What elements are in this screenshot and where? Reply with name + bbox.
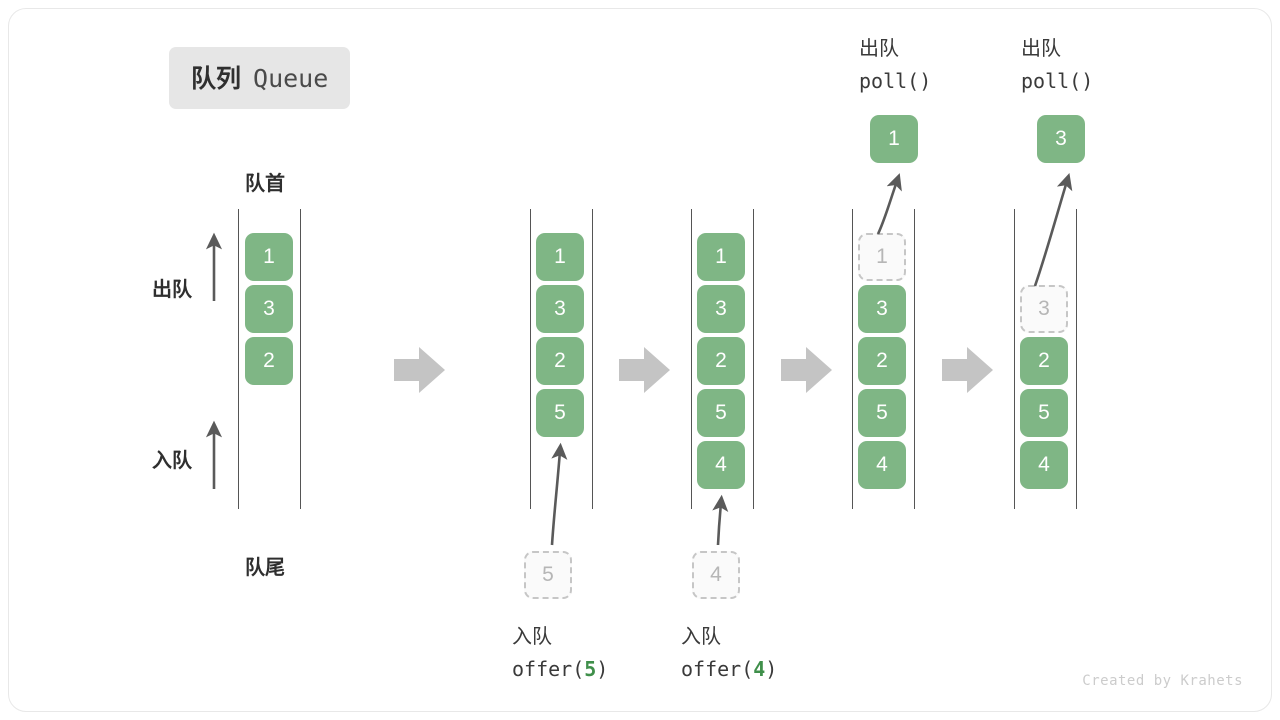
- operation-label-poll-1: 出队 poll(): [859, 33, 931, 97]
- dequeue-arrow-3: [1033, 173, 1073, 287]
- rail-left-col5: [1014, 209, 1015, 509]
- outgoing-element: 1: [870, 115, 918, 163]
- incoming-element: 5: [524, 551, 572, 599]
- rail-left-col1: [238, 209, 239, 509]
- operation-code: poll(): [859, 69, 932, 93]
- queue-cell: 1: [536, 233, 584, 281]
- operation-label-poll-2: 出队 poll(): [1021, 33, 1093, 97]
- operation-code: offer(4): [681, 657, 778, 681]
- operation-code: poll(): [1021, 69, 1094, 93]
- step-arrow: [619, 347, 670, 393]
- queue-cell: 5: [536, 389, 584, 437]
- queue-cell: 5: [858, 389, 906, 437]
- rail-left-col2: [530, 209, 531, 509]
- queue-cell: 4: [1020, 441, 1068, 489]
- queue-cell: 4: [697, 441, 745, 489]
- queue-cell: 3: [245, 285, 293, 333]
- queue-cell: 5: [1020, 389, 1068, 437]
- dequeue-arrow-1: [876, 173, 902, 235]
- queue-cell: 3: [697, 285, 745, 333]
- step-arrow: [394, 347, 445, 393]
- queue-cell: 2: [536, 337, 584, 385]
- outgoing-element: 3: [1037, 115, 1085, 163]
- queue-cell: 1: [245, 233, 293, 281]
- enqueue-arrow-4: [712, 494, 729, 546]
- title-cn: 队列: [191, 65, 242, 93]
- label-enqueue: 入队: [152, 450, 192, 472]
- queue-cell: 2: [1020, 337, 1068, 385]
- step-arrow: [781, 347, 832, 393]
- rail-left-col3: [691, 209, 692, 509]
- operation-cn: 入队: [512, 626, 552, 648]
- operation-code: offer(5): [512, 657, 609, 681]
- operation-cn: 出队: [1021, 38, 1061, 60]
- queue-cell: 2: [245, 337, 293, 385]
- queue-cell: 4: [858, 441, 906, 489]
- rail-right-col3: [753, 209, 754, 509]
- queue-cell: 3: [858, 285, 906, 333]
- enqueue-arrow-5: [550, 442, 568, 546]
- rail-right-col2: [592, 209, 593, 509]
- operation-label-offer-5: 入队 offer(5): [512, 621, 608, 685]
- queue-cell-removed: 1: [858, 233, 906, 281]
- label-front: 队首: [245, 173, 285, 195]
- queue-cell: 5: [697, 389, 745, 437]
- queue-cell: 2: [697, 337, 745, 385]
- step-arrow: [942, 347, 993, 393]
- connector-overlay: [205, 173, 1073, 546]
- diagram-title-badge: 队列 Queue: [169, 47, 351, 109]
- rail-left-col4: [852, 209, 853, 509]
- title-en: Queue: [253, 64, 329, 93]
- queue-cell-removed: 3: [1020, 285, 1068, 333]
- queue-cell: 3: [536, 285, 584, 333]
- credit-text: Created by Krahets: [1082, 673, 1243, 689]
- diagram-canvas: 队列 Queue 队首 队尾 出队 入队 1 3 2 1 3 2 5 1 3 2…: [8, 8, 1272, 712]
- rail-right-col1: [300, 209, 301, 509]
- operation-cn: 入队: [681, 626, 721, 648]
- rail-right-col5: [1076, 209, 1077, 509]
- rail-right-col4: [914, 209, 915, 509]
- queue-cell: 2: [858, 337, 906, 385]
- queue-cell: 1: [697, 233, 745, 281]
- operation-cn: 出队: [859, 38, 899, 60]
- label-rear: 队尾: [245, 557, 285, 579]
- operation-label-offer-4: 入队 offer(4): [681, 621, 777, 685]
- incoming-element: 4: [692, 551, 740, 599]
- label-dequeue: 出队: [152, 279, 192, 301]
